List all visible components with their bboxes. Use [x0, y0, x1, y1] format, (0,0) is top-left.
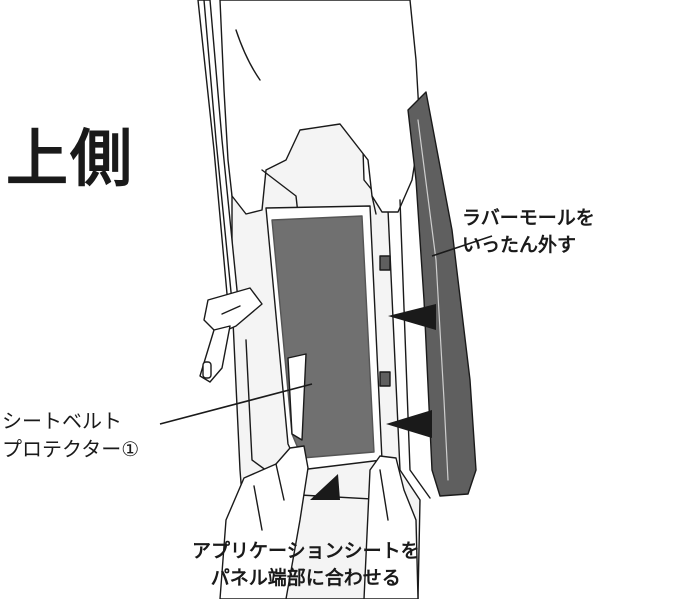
arrow-lower-right	[386, 410, 432, 438]
application-sheet-label: アプリケーションシートを パネル端部に合わせる	[192, 538, 420, 592]
seatbelt-protector-label-line-1: シートベルト	[2, 409, 122, 433]
clip-upper	[379, 255, 391, 271]
page-title: 上側	[6, 122, 135, 195]
application-sheet-label-line-2: パネル端部に合わせる	[210, 567, 401, 589]
lower-left-hand	[219, 445, 309, 599]
rubber-molding-label-line-1: ラバーモールを	[462, 207, 595, 229]
rubber-molding-label-line-2: いったん外す	[462, 234, 577, 256]
rubber-molding-label: ラバーモールを いったん外す	[462, 205, 595, 259]
arrow-bottom	[310, 474, 340, 500]
application-sheet-label-line-1: アプリケーションシートを	[192, 540, 420, 562]
lower-right-hand	[363, 455, 419, 599]
arrow-upper-right	[388, 304, 436, 330]
leader-seatbelt-protector	[159, 383, 313, 425]
film-notch	[287, 353, 307, 441]
leader-rubber-molding	[431, 235, 493, 257]
seatbelt-protector-label-line-2: プロテクター①	[2, 437, 140, 461]
clip-lower	[379, 371, 391, 387]
rubber-molding	[407, 91, 477, 497]
seatbelt-anchor	[199, 287, 263, 383]
seatbelt-protector-label: シートベルト プロテクター①	[2, 407, 139, 463]
